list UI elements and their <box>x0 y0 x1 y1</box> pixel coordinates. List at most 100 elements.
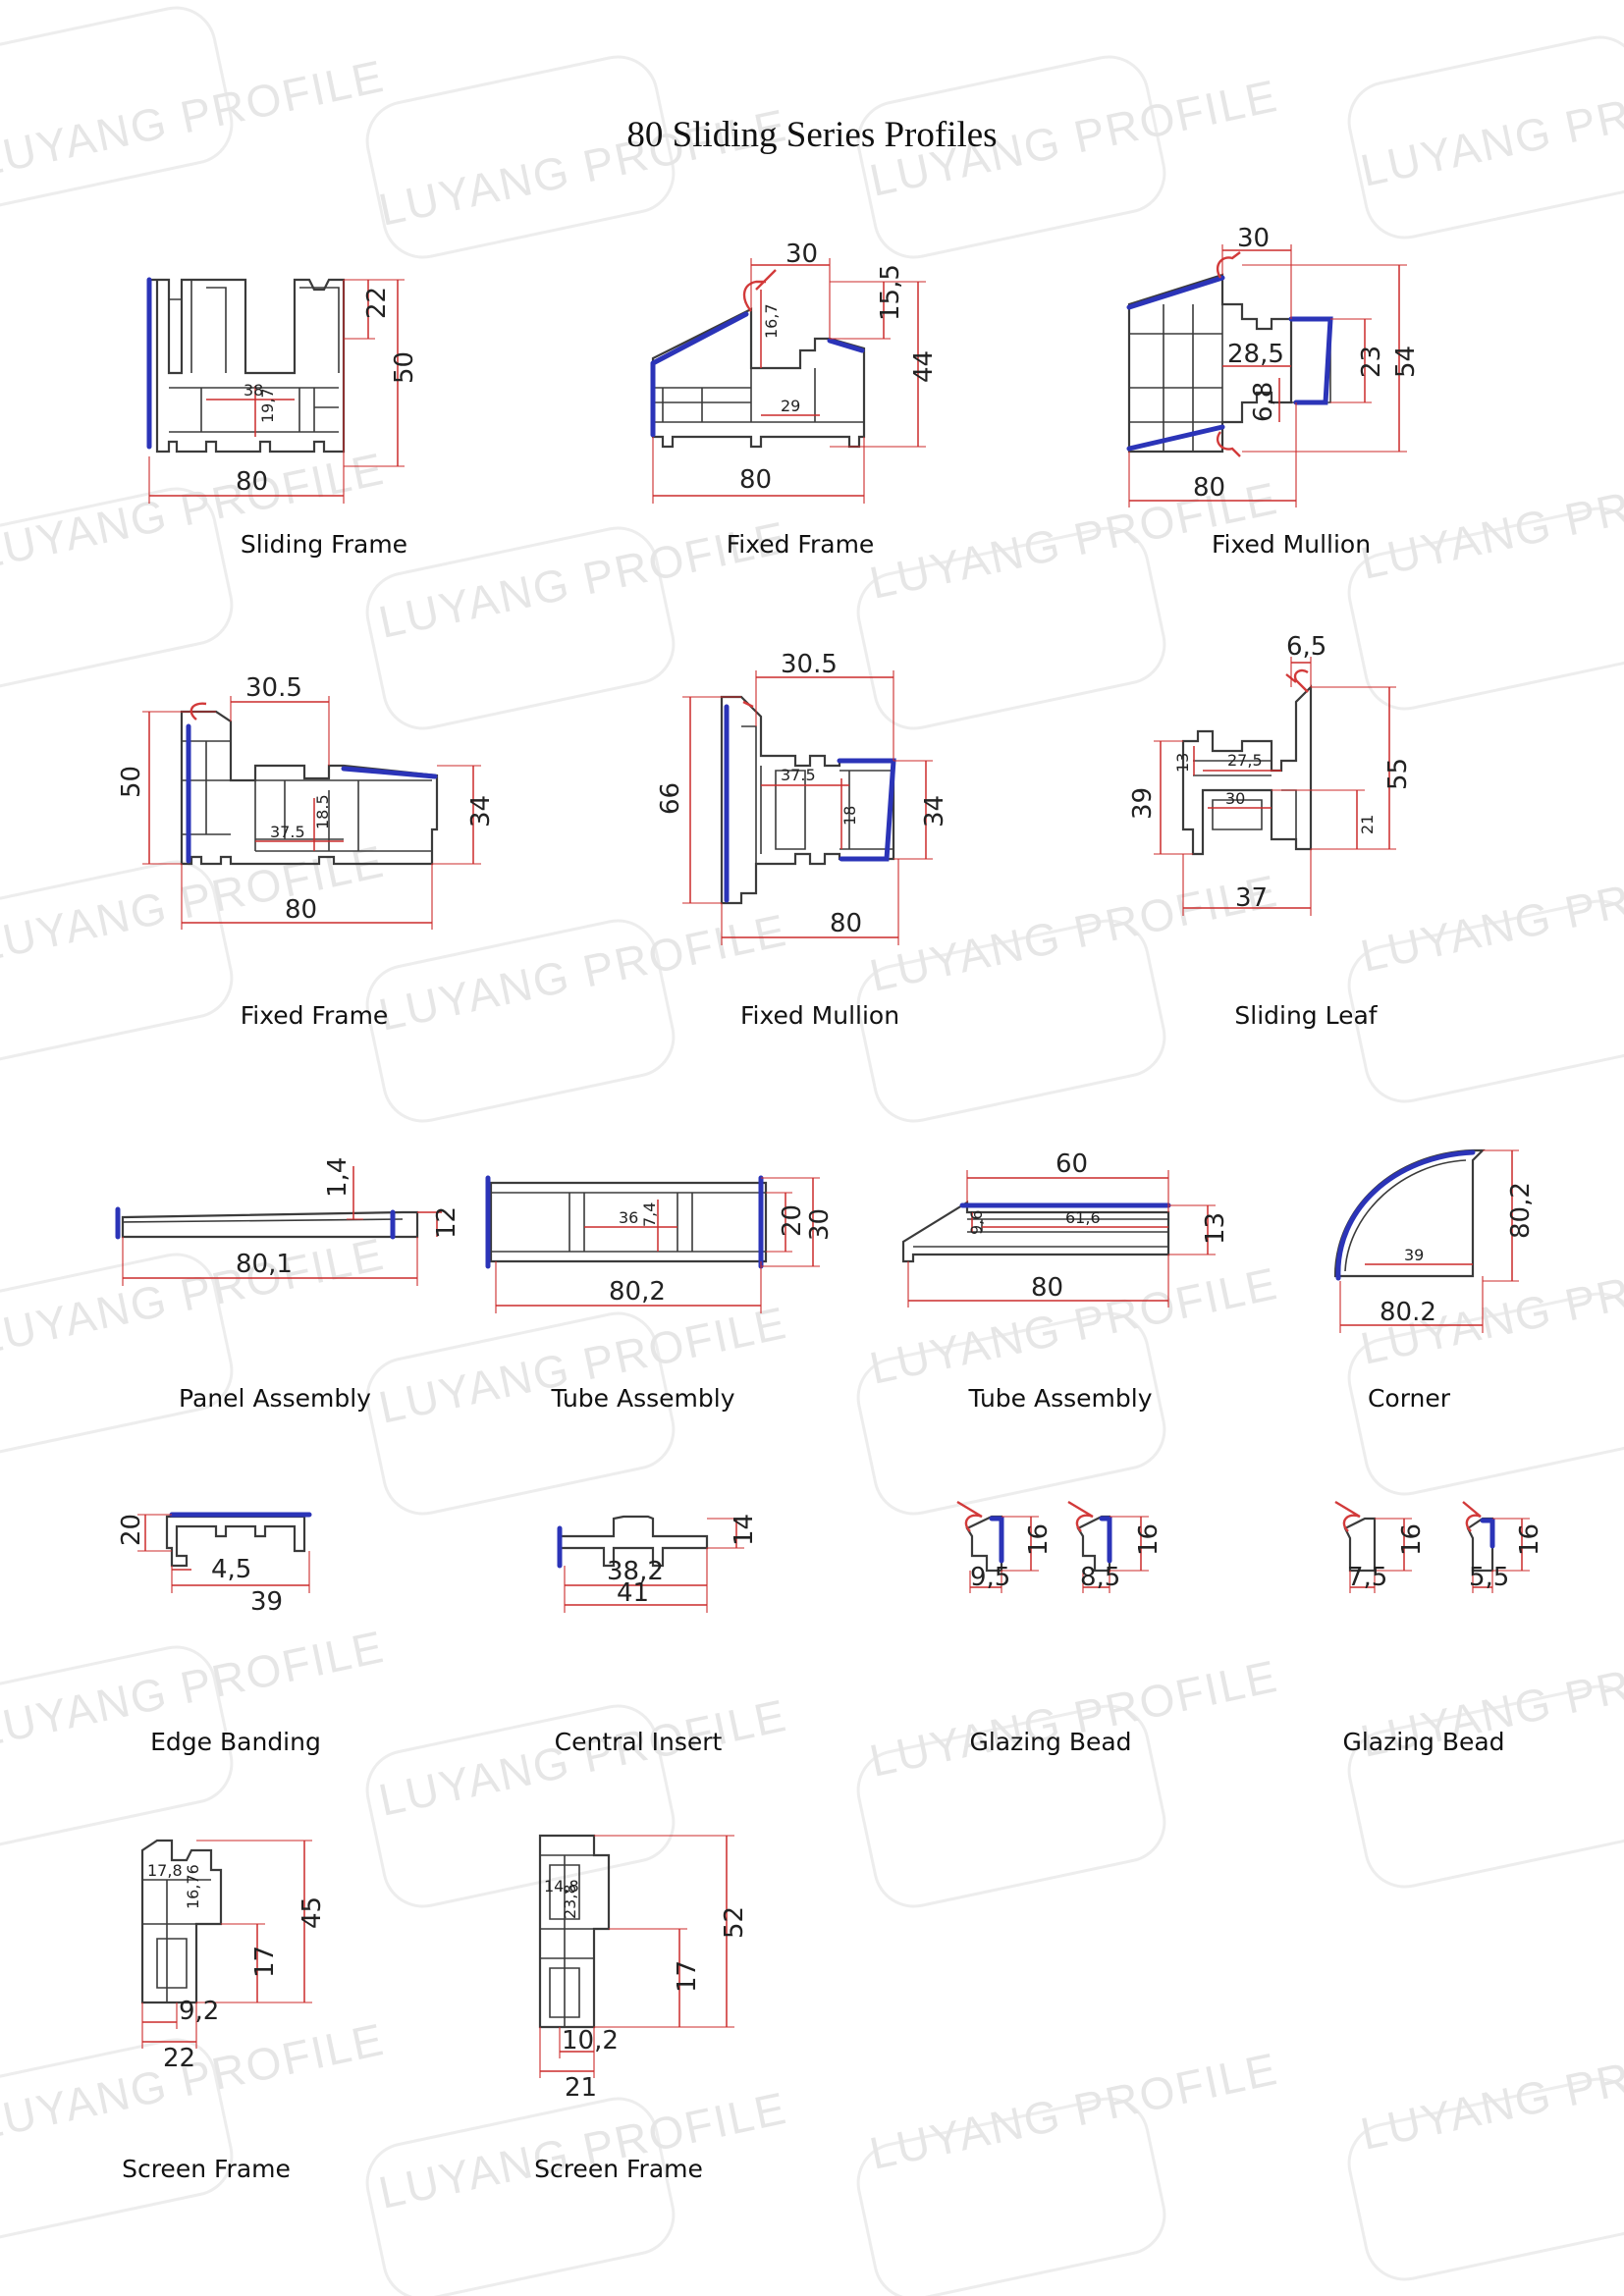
dim-inner-width: 37.5 <box>270 823 305 841</box>
dim-top-width: 30.5 <box>781 650 838 679</box>
dim-upper-height: 23,8 <box>561 1884 579 1919</box>
dim-top-width: 30 <box>1237 224 1270 253</box>
fixed-mullion-2-section <box>720 695 896 905</box>
screen-frame-1-section <box>140 1839 223 2004</box>
screen-frame-1-dimensions: 22 9,2 45 17 17,8 16,76 <box>141 1840 327 2073</box>
dim-width: 22 <box>163 2044 195 2073</box>
profile-glazing-bead-2: 16 7,5 16 5,5 Glazing Bead <box>1218 1477 1624 1890</box>
dim-inner-width: 38 <box>244 381 263 400</box>
glazing-bead-2-drawing: 16 7,5 16 5,5 <box>1334 1500 1544 1593</box>
dim-thin: 1,4 <box>323 1157 352 1198</box>
profile-sliding-frame: 80 50 22 38 19,7 Sliding Frame <box>118 240 530 653</box>
dim-width: 80 <box>739 465 772 495</box>
dim-height: 50 <box>390 351 419 384</box>
dim-width-label: 37 <box>1235 883 1268 913</box>
dim-height-2: 16 <box>1134 1523 1164 1556</box>
dim-width: 41 <box>617 1578 649 1608</box>
dim-lower: 17 <box>673 1960 702 1993</box>
profile-caption: Tube Assembly <box>551 1384 735 1413</box>
edge-banding-dimensions: 39 20 4,5 <box>117 1514 310 1617</box>
fixed-frame-1-dimensions: 30 80 44 15,5 16,7 29 <box>652 240 939 504</box>
fixed-frame-1-section <box>650 269 866 449</box>
profile-fixed-frame-1: 30 80 44 15,5 16,7 29 Fixed Frame <box>594 240 1006 653</box>
profile-caption: Sliding Frame <box>240 530 408 559</box>
glazing-bead-1-dimensions: 16 9,5 16 8,5 <box>969 1516 1164 1593</box>
dim-width-1: 9,5 <box>970 1563 1010 1592</box>
tube-assembly-1-section <box>485 1175 768 1269</box>
dim-width: 80,2 <box>609 1277 666 1307</box>
profile-caption: Central Insert <box>554 1728 723 1756</box>
fixed-mullion-2-drawing: 30.5 80 66 34 37.5 18 <box>656 650 949 945</box>
tube-assembly-1-dimensions: 80,2 30 20 36 7,4 <box>495 1177 835 1313</box>
glazing-bead-1-section <box>956 1500 1112 1573</box>
dim-right-height: 34 <box>920 795 949 828</box>
dim-lower: 17 <box>250 1946 280 1978</box>
fixed-frame-2-dimensions: 30.5 80 50 34 37.5 18.5 <box>117 673 496 930</box>
tube-assembly-2-dimensions: 80 60 61,6 13 9,6 <box>907 1149 1230 1308</box>
dim-height: 50 <box>117 766 146 798</box>
dim-inner-width: 61,6 <box>1065 1208 1101 1227</box>
dim-top-width: 30 <box>785 240 818 269</box>
dim-inner-width: 37.5 <box>781 766 816 784</box>
fixed-frame-2-drawing: 30.5 80 50 34 37.5 18.5 <box>117 673 496 930</box>
profile-corner: 80.2 80,2 39 Corner <box>1203 1119 1615 1531</box>
dim-height: 20 <box>117 1514 146 1546</box>
profile-caption: Fixed Frame <box>726 530 875 559</box>
dim-height: 54 <box>1391 346 1421 378</box>
central-insert-drawing: 38,2 41 14 <box>557 1514 759 1613</box>
profile-sliding-leaf: 37 37 6,5 55 39 27,5 30 13 21 Sliding Le… <box>1100 632 1512 1045</box>
dim-inner-width: 38,2 <box>607 1557 664 1586</box>
dim-inner-height: 16,7 <box>762 303 781 339</box>
profile-caption: Corner <box>1367 1384 1451 1413</box>
dim-inner-height: 18.5 <box>313 794 332 829</box>
dim-width: 21 <box>565 2073 597 2103</box>
profile-glazing-bead-1: 16 9,5 16 8,5 Glazing Bead <box>844 1477 1257 1890</box>
dim-width: 80 <box>1193 473 1225 503</box>
profile-caption: Tube Assembly <box>968 1384 1153 1413</box>
dim-height-1: 16 <box>1397 1523 1427 1556</box>
page-title: 80 Sliding Series Profiles <box>626 115 998 155</box>
panel-assembly-drawing: 80,1 1,4 12 <box>115 1157 461 1286</box>
dim-inner-height: 23 <box>1357 346 1386 378</box>
dim-width: 39 <box>250 1587 283 1617</box>
dim-height: 45 <box>298 1896 327 1929</box>
profile-caption: Screen Frame <box>534 2155 703 2183</box>
profile-caption: Edge Banding <box>150 1728 321 1756</box>
dim-width: 80 <box>1031 1273 1063 1303</box>
dim-left-height: 39 <box>1128 787 1158 820</box>
dim-height: 13 <box>1201 1212 1230 1245</box>
corner-section <box>1333 1148 1486 1281</box>
dim-lower: 21 <box>1358 815 1377 834</box>
sliding-leaf-dimensions: 37 37 6,5 55 39 27,5 30 13 21 <box>1128 632 1413 916</box>
dim-height-2: 16 <box>1515 1523 1544 1556</box>
profile-caption: Glazing Bead <box>969 1728 1132 1756</box>
central-insert-dimensions: 38,2 41 14 <box>564 1514 759 1613</box>
dim-width-1: 7,5 <box>1347 1563 1387 1592</box>
screen-frame-2-drawing: 21 10,2 52 17 14,8 23,8 <box>538 1834 749 2103</box>
dim-upper: 15,5 <box>876 264 905 321</box>
dim-width: 80.2 <box>1380 1298 1436 1327</box>
profile-caption: Fixed Mullion <box>739 1001 900 1030</box>
dim-inner-height: 20 <box>778 1204 807 1237</box>
sliding-frame-section <box>146 277 346 454</box>
dim-width: 80 <box>285 895 317 925</box>
fixed-mullion-2-dimensions: 30.5 80 66 34 37.5 18 <box>656 650 949 945</box>
tube-assembly-2-section <box>901 1201 1171 1263</box>
dim-width: 80 <box>830 909 862 938</box>
panel-assembly-section <box>115 1206 419 1240</box>
fixed-mullion-1-dimensions: 30 80 54 23 28,5 6,8 <box>1128 224 1421 507</box>
glazing-bead-1-drawing: 16 9,5 16 8,5 <box>956 1500 1164 1593</box>
watermark-text: LUYANG PROFILE <box>1356 2023 1624 2160</box>
panel-assembly-dimensions: 80,1 1,4 12 <box>122 1157 461 1286</box>
profile-screen-frame-1: 22 9,2 45 17 17,8 16,76 Screen Frame <box>0 1811 412 2223</box>
dim-upper: 22 <box>362 287 392 319</box>
tube-assembly-1-drawing: 80,2 30 20 36 7,4 <box>485 1175 835 1313</box>
dim-small: 13 <box>1173 753 1192 773</box>
profile-fixed-mullion-1: 30 80 54 23 28,5 6,8 Fixed Mullion <box>1085 224 1497 653</box>
dim-lip: 4,5 <box>211 1555 251 1584</box>
edge-banding-section <box>165 1512 312 1568</box>
dim-top: 6,5 <box>1286 632 1326 662</box>
profile-caption: Fixed Frame <box>240 1001 389 1030</box>
profile-caption: Glazing Bead <box>1342 1728 1505 1756</box>
dim-top-width: 30.5 <box>245 673 302 703</box>
